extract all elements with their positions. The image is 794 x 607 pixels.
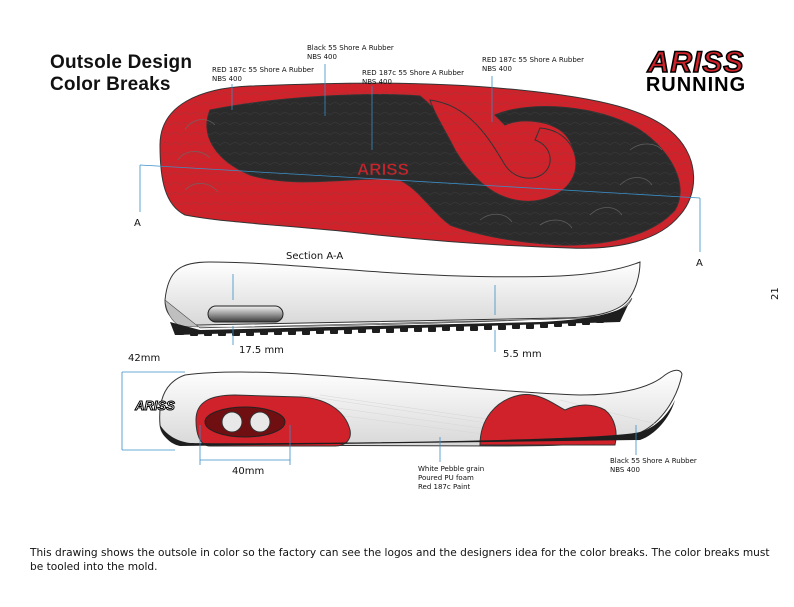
sole-logo: ARISS — [357, 160, 409, 179]
heel-thickness-label: 17.5 mm — [239, 345, 284, 356]
side-view: ARISS — [134, 369, 683, 447]
section-label: Section A-A — [286, 251, 344, 262]
callout-red-mid: RED 187c 55 Shore A Rubber NBS 400 — [362, 69, 464, 86]
svg-text:ARISS: ARISS — [647, 46, 745, 79]
page-number: 21 — [770, 287, 781, 300]
side-dimension-lines — [121, 371, 637, 465]
callout-midsole: White Pebble grain Poured PU foam Red 18… — [418, 465, 485, 491]
callout-black-top: Black 55 Shore A Rubber NBS 400 — [307, 44, 394, 61]
callout-red-left: RED 187c 55 Shore A Rubber NBS 400 — [212, 66, 314, 83]
section-view — [164, 261, 641, 336]
callout-black-bottom: Black 55 Shore A Rubber NBS 400 — [610, 457, 697, 474]
section-line — [139, 164, 701, 252]
section-dimension-leaders — [232, 274, 496, 352]
page-title: Outsole Design — [50, 52, 193, 73]
airbag-length-label: 40mm — [232, 466, 265, 477]
caption-text: This drawing shows the outsole in color … — [30, 547, 770, 573]
section-marker-right: A — [696, 258, 703, 269]
heel-height-label: 42mm — [128, 353, 161, 364]
section-marker-left: A — [134, 218, 141, 229]
brand-wordmark: RUNNING — [645, 74, 747, 96]
page-subtitle: Color Breaks — [50, 74, 171, 95]
brand-logo: ARISS — [646, 46, 745, 80]
side-logo: ARISS — [134, 398, 175, 413]
callout-red-right: RED 187c 55 Shore A Rubber NBS 400 — [482, 56, 584, 73]
callout-leaders — [231, 64, 493, 150]
outsole-bottom-view: ARISS — [159, 82, 695, 249]
forefoot-thickness-label: 5.5 mm — [503, 349, 542, 360]
